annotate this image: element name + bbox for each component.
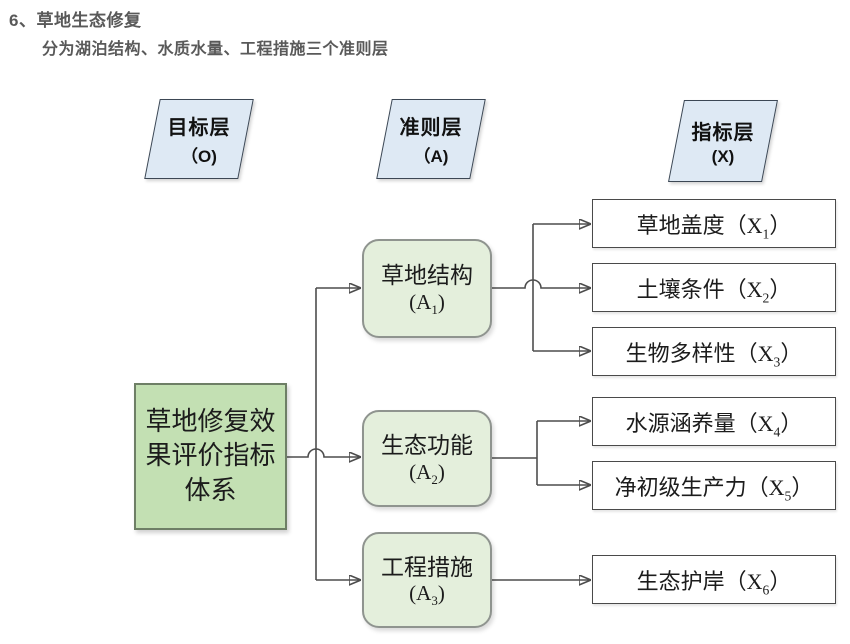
criteria-node-a2-label: 生态功能	[381, 433, 473, 459]
criteria-node-a1-code: (A1)	[409, 289, 445, 317]
layer-header-indicator-code: (X)	[711, 146, 735, 166]
layer-header-criteria: 准则层 （A)	[376, 99, 486, 179]
indicator-node-x6-label: 生态护岸（X6）	[636, 568, 792, 597]
layer-header-goal: 目标层 （O)	[144, 99, 254, 179]
criteria-node-a3-code: (A3)	[409, 581, 445, 609]
indicator-node-x1-label: 草地盖度（X1）	[636, 212, 792, 241]
criteria-node-a3: 工程措施 (A3)	[362, 532, 492, 628]
indicator-node-x4: 水源涵养量（X4）	[592, 397, 836, 446]
indicator-node-x3: 生物多样性（X3）	[592, 327, 836, 376]
layer-header-goal-code: （O)	[181, 147, 217, 166]
goal-node-label: 草地修复效果评价指标体系	[145, 406, 276, 505]
layer-header-criteria-code: （A)	[413, 147, 449, 166]
page-title: 6、草地生态修复	[9, 11, 142, 30]
page-subtitle: 分为湖泊结构、水质水量、工程措施三个准则层	[42, 41, 389, 58]
indicator-node-x5: 净初级生产力（X5）	[592, 461, 836, 510]
criteria-node-a3-label: 工程措施	[381, 554, 473, 580]
indicator-node-x4-label: 水源涵养量（X4）	[625, 410, 803, 439]
layer-header-goal-label: 目标层	[167, 117, 231, 139]
indicator-node-x5-label: 净初级生产力（X5）	[614, 474, 814, 503]
layer-header-indicator-label: 指标层	[691, 121, 755, 144]
indicator-node-x6: 生态护岸（X6）	[592, 555, 836, 604]
indicator-node-x3-label: 生物多样性（X3）	[625, 340, 803, 369]
indicator-node-x2: 土壤条件（X2）	[592, 263, 836, 312]
criteria-node-a2-code: (A2)	[409, 459, 445, 487]
indicator-node-x1: 草地盖度（X1）	[592, 199, 836, 248]
criteria-node-a1: 草地结构 (A1)	[362, 239, 492, 338]
indicator-node-x2-label: 土壤条件（X2）	[636, 276, 792, 305]
criteria-node-a2: 生态功能 (A2)	[362, 410, 492, 507]
criteria-node-a1-label: 草地结构	[381, 263, 473, 289]
layer-header-criteria-label: 准则层	[399, 117, 463, 139]
layer-header-indicator: 指标层 (X)	[668, 100, 778, 182]
goal-node: 草地修复效果评价指标体系	[134, 383, 287, 530]
